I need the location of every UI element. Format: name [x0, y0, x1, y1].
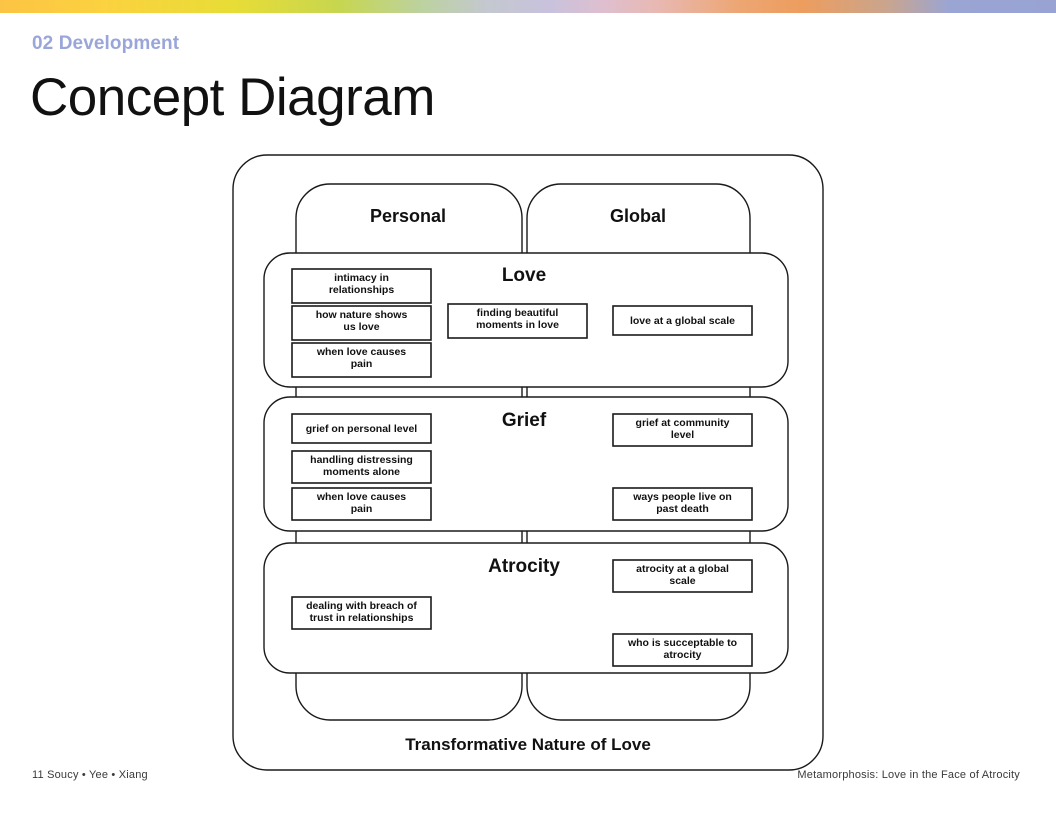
band-label-grief: Grief	[502, 410, 547, 431]
node-handling-distressing-moments-alone[interactable]: handling distressing moments alone	[291, 450, 432, 484]
svg-text:when love causes: when love causes	[316, 346, 406, 358]
svg-text:finding beautiful: finding beautiful	[477, 307, 559, 319]
node-finding-beautiful-moments-in-love[interactable]: finding beautiful moments in love	[447, 303, 588, 339]
svg-text:level: level	[671, 429, 694, 441]
svg-text:ways people live on: ways people live on	[632, 491, 732, 503]
svg-text:dealing with breach of: dealing with breach of	[306, 600, 417, 612]
top-gradient-bar	[0, 0, 1056, 13]
svg-text:grief on personal level: grief on personal level	[306, 423, 418, 435]
svg-text:moments in love: moments in love	[476, 319, 559, 331]
svg-text:past death: past death	[656, 503, 709, 515]
node-grief-on-personal-level[interactable]: grief on personal level	[291, 413, 432, 444]
svg-text:who is succeptable to: who is succeptable to	[627, 637, 737, 649]
svg-text:grief at community: grief at community	[636, 417, 730, 429]
section-eyebrow: 02 Development	[32, 33, 180, 54]
node-intimacy-in-relationships[interactable]: intimacy in relationships	[291, 268, 432, 304]
footer-project-title: Metamorphosis: Love in the Face of Atroc…	[797, 769, 1020, 781]
svg-text:love at a global scale: love at a global scale	[630, 315, 735, 327]
outer-container-label: Transformative Nature of Love	[405, 735, 651, 754]
svg-text:intimacy in: intimacy in	[334, 272, 389, 284]
svg-text:pain: pain	[351, 503, 373, 515]
node-love-at-a-global-scale[interactable]: love at a global scale	[612, 305, 753, 336]
svg-text:when love causes: when love causes	[316, 491, 406, 503]
band-label-atrocity: Atrocity	[488, 556, 560, 577]
svg-text:moments alone: moments alone	[323, 466, 400, 478]
node-when-love-causes-pain-grief[interactable]: when love causes pain	[291, 487, 432, 521]
svg-text:scale: scale	[669, 575, 695, 587]
svg-text:us love: us love	[343, 321, 379, 333]
page-title: Concept Diagram	[30, 68, 435, 127]
node-how-nature-shows-us-love[interactable]: how nature shows us love	[291, 305, 432, 341]
svg-text:handling distressing: handling distressing	[310, 454, 413, 466]
svg-text:trust in relationships: trust in relationships	[310, 612, 414, 624]
column-label-global: Global	[610, 206, 666, 226]
band-label-love: Love	[502, 265, 546, 286]
node-when-love-causes-pain-love[interactable]: when love causes pain	[291, 342, 432, 378]
node-dealing-with-breach-of-trust-in-relationships[interactable]: dealing with breach of trust in relation…	[291, 596, 432, 630]
svg-text:relationships: relationships	[329, 284, 395, 296]
node-ways-people-live-on-past-death[interactable]: ways people live on past death	[612, 487, 753, 521]
node-atrocity-at-a-global-scale[interactable]: atrocity at a global scale	[612, 559, 753, 593]
node-who-is-succeptable-to-atrocity[interactable]: who is succeptable to atrocity	[612, 633, 753, 667]
svg-text:pain: pain	[351, 358, 373, 370]
svg-text:atrocity at a global: atrocity at a global	[636, 563, 729, 575]
svg-text:atrocity: atrocity	[664, 649, 702, 661]
footer-authors: 11 Soucy • Yee • Xiang	[32, 769, 148, 781]
node-grief-at-community-level[interactable]: grief at community level	[612, 413, 753, 447]
column-label-personal: Personal	[370, 206, 446, 226]
svg-text:how nature shows: how nature shows	[316, 309, 408, 321]
